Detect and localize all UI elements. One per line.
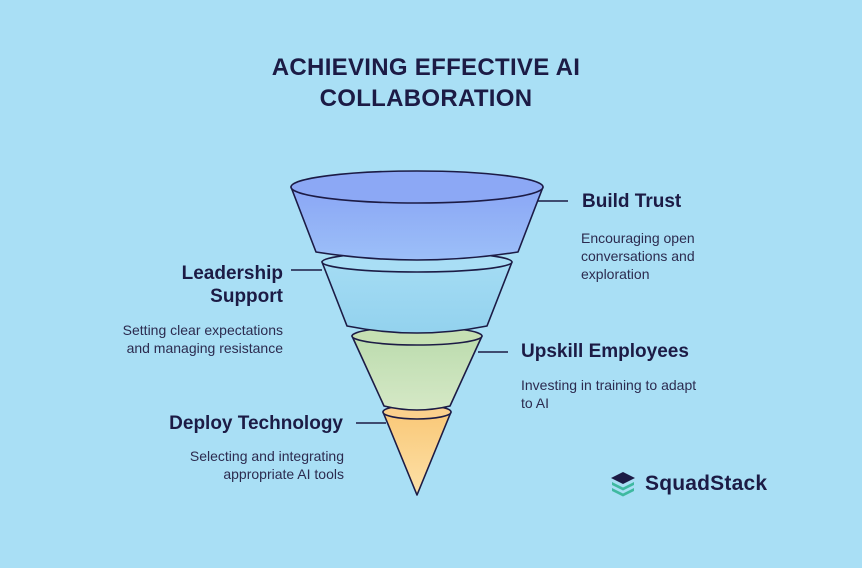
description-line: to AI (521, 395, 550, 411)
description-line: Investing in training to adapt (521, 377, 697, 393)
heading-line: Support (210, 286, 283, 307)
heading-line: Leadership (181, 263, 283, 284)
funnel-stage-leadership-support (321, 251, 513, 334)
description-line: Setting clear expectations (122, 322, 283, 338)
heading-build-trust: Build Trust (582, 191, 682, 212)
diagram-title: ACHIEVING EFFECTIVE AI COLLABORATION (0, 52, 852, 114)
title-line-2: COLLABORATION (319, 85, 533, 112)
squadstack-logo: SquadStack (609, 470, 767, 498)
description-line: and managing resistance (126, 340, 283, 356)
description-line: conversations and (581, 248, 695, 264)
heading-leadership-support: Leadership Support (83, 262, 283, 308)
heading-upskill-employees: Upskill Employees (521, 341, 689, 362)
stacked-layers-icon (611, 472, 635, 497)
title-line-1: ACHIEVING EFFECTIVE AI (271, 54, 581, 81)
funnel-stage-deploy-technology (382, 404, 452, 496)
description-line: exploration (581, 266, 650, 282)
description-line: Selecting and integrating (189, 448, 344, 464)
logo-text: SquadStack (645, 472, 768, 495)
funnel-stage-upskill-employees (351, 326, 483, 411)
description-upskill-employees: Investing in training to adapt to AI (521, 376, 751, 412)
description-deploy-technology: Selecting and integrating appropriate AI… (104, 447, 344, 483)
description-leadership-support: Setting clear expectations and managing … (53, 321, 283, 357)
heading-deploy-technology: Deploy Technology (169, 413, 343, 434)
description-build-trust: Encouraging open conversations and explo… (581, 229, 781, 283)
description-line: Encouraging open (581, 230, 695, 246)
description-line: appropriate AI tools (223, 466, 344, 482)
funnel-stage-build-trust (290, 170, 544, 261)
